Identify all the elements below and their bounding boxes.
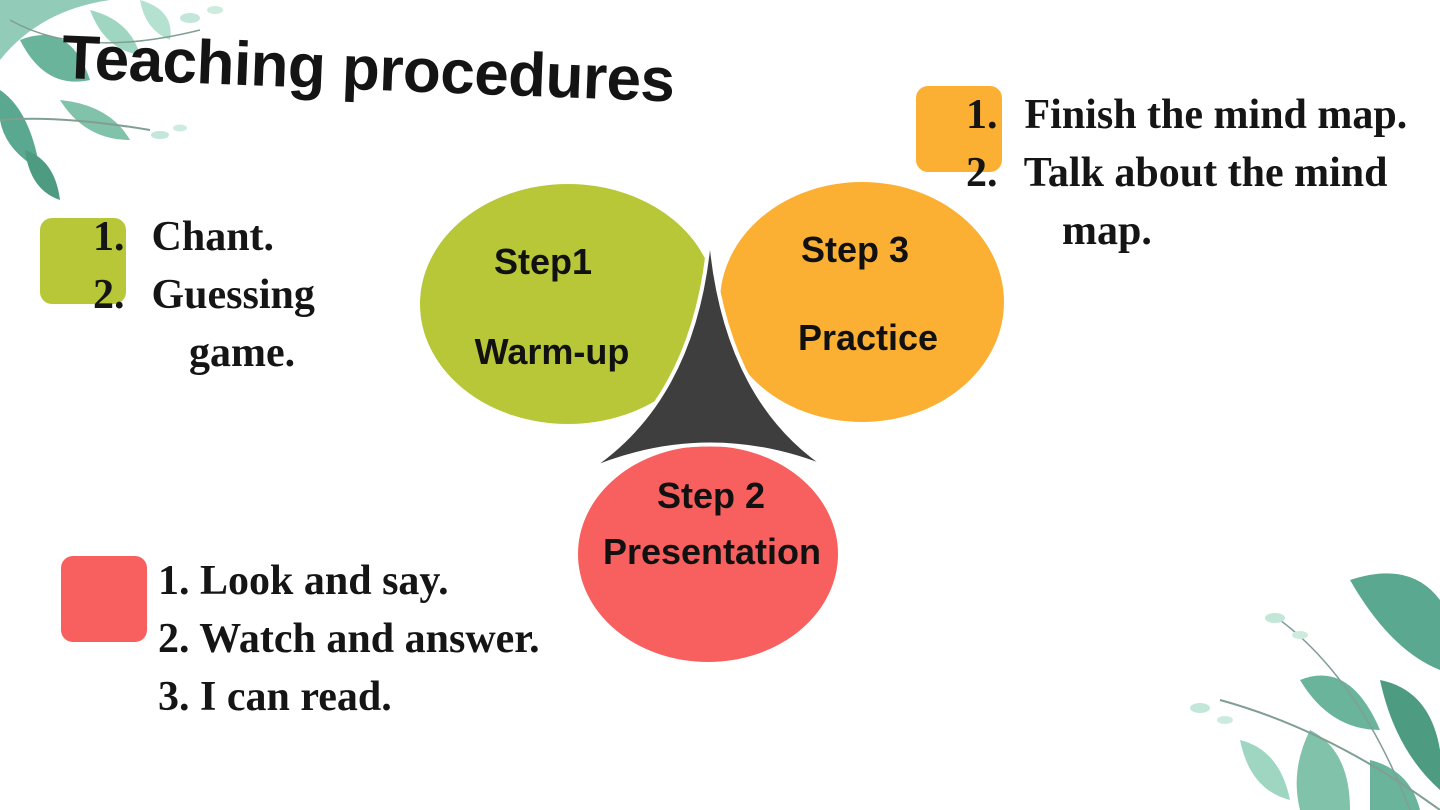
step2-name: Presentation bbox=[603, 531, 821, 572]
step1-label: Step1 bbox=[494, 241, 592, 282]
step3-circle bbox=[716, 178, 1008, 426]
practice-color-swatch bbox=[916, 86, 1002, 172]
list-item: 2. Watch and answer. bbox=[158, 616, 540, 662]
practice-activity-list: 1. Finish the mind map. 2. Talk about th… bbox=[966, 86, 1434, 260]
presentation-color-swatch bbox=[61, 556, 147, 642]
step3-name: Practice bbox=[798, 317, 938, 358]
presentation-activity-list: 1. Look and say. 2. Watch and answer. 3.… bbox=[158, 552, 628, 726]
step2-label: Step 2 bbox=[657, 475, 765, 516]
warmup-color-swatch bbox=[40, 218, 126, 304]
list-item: 1. Look and say. bbox=[158, 558, 449, 604]
center-connector bbox=[582, 226, 834, 474]
step1-name: Warm-up bbox=[475, 331, 630, 372]
list-item: 1. Finish the mind map. bbox=[966, 92, 1408, 138]
list-item: 2. Talk about the mind map. bbox=[966, 150, 1388, 254]
step3-label: Step 3 bbox=[801, 229, 909, 270]
list-item: 3. I can read. bbox=[158, 674, 392, 720]
